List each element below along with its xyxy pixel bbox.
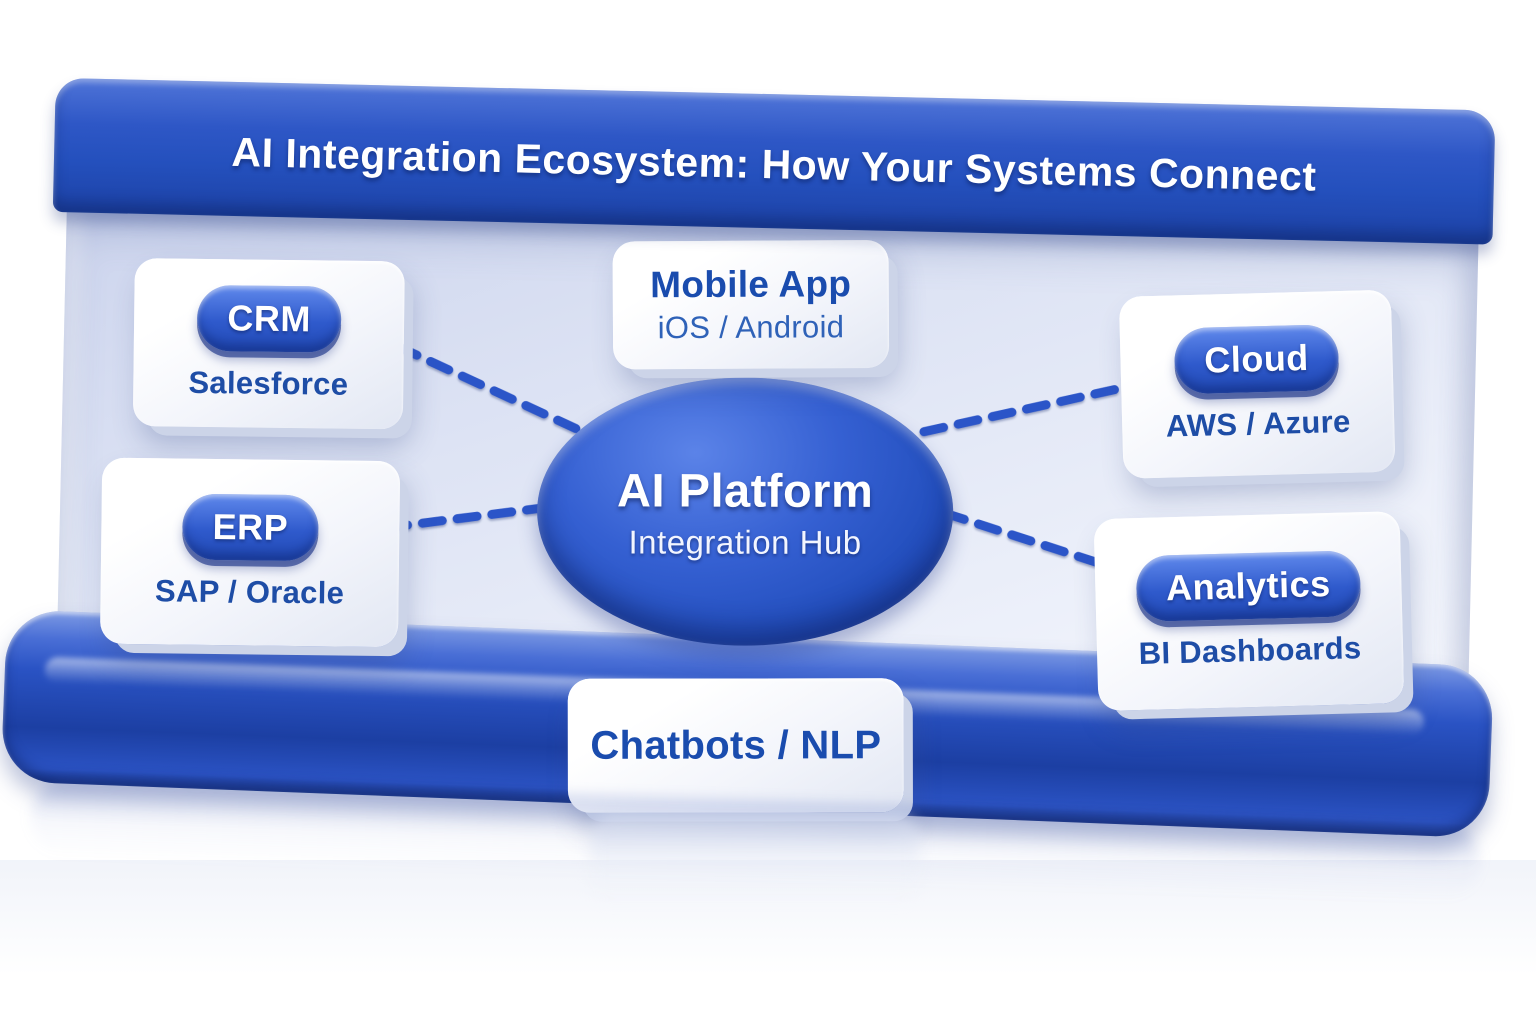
analytics-label: BI Dashboards xyxy=(1138,630,1362,672)
crm-badge: CRM xyxy=(196,284,342,353)
node-erp: ERP SAP / Oracle xyxy=(99,457,401,648)
mobile-app-title: Mobile App xyxy=(650,263,852,306)
connector-hub-cloud xyxy=(919,383,1126,437)
diagram-title: AI Integration Ecosystem: How Your Syste… xyxy=(231,128,1318,200)
diagram-stand: AI Platform Integration Hub CRM Salesfor… xyxy=(0,70,1496,892)
node-analytics: Analytics BI Dashboards xyxy=(1093,511,1405,712)
node-chatbots: Chatbots / NLP xyxy=(567,678,904,813)
connector-erp-hub xyxy=(383,501,560,533)
chatbots-label: Chatbots / NLP xyxy=(590,722,882,768)
connector-crm-hub xyxy=(394,342,602,443)
mobile-app-label: iOS / Android xyxy=(657,309,845,346)
node-crm: CRM Salesforce xyxy=(132,258,405,430)
ai-platform-hub: AI Platform Integration Hub xyxy=(536,377,954,647)
hub-subtitle: Integration Hub xyxy=(628,522,862,561)
connector-lines xyxy=(383,342,1126,689)
chatbots-reflection xyxy=(590,815,920,905)
erp-badge: ERP xyxy=(182,493,319,562)
cloud-badge: Cloud xyxy=(1173,324,1340,395)
analytics-badge: Analytics xyxy=(1135,550,1362,623)
node-cloud: Cloud AWS / Azure xyxy=(1118,289,1396,479)
crm-label: Salesforce xyxy=(188,364,349,402)
connector-hub-analytics xyxy=(940,508,1116,572)
node-mobile-app: Mobile App iOS / Android xyxy=(612,240,890,370)
cloud-label: AWS / Azure xyxy=(1165,403,1351,444)
erp-label: SAP / Oracle xyxy=(154,573,345,611)
hub-title: AI Platform xyxy=(617,462,874,517)
